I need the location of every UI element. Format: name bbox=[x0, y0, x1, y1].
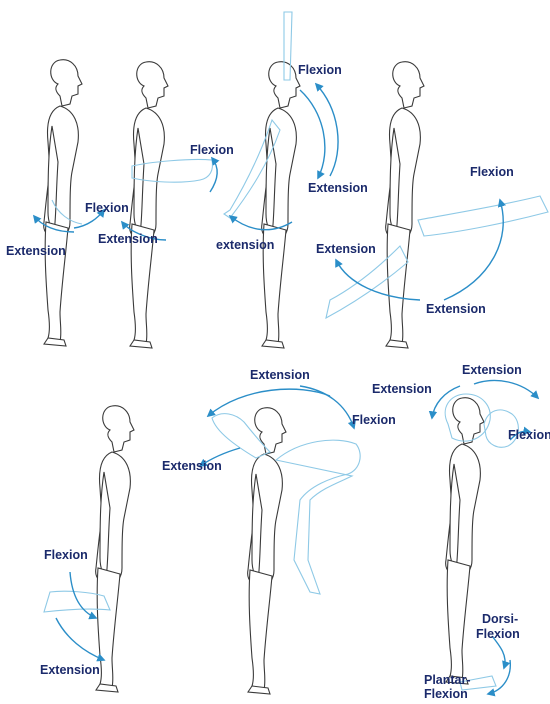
label-fig5-extension: Extension bbox=[40, 664, 100, 678]
label-fig2-flexion: Flexion bbox=[190, 144, 234, 158]
label-fig3-extension: Extension bbox=[308, 182, 368, 196]
label-fig5-flexion: Flexion bbox=[44, 549, 88, 563]
label-fig7-extension-left: Extension bbox=[372, 383, 432, 397]
label-fig7-flexion: Flexion bbox=[508, 429, 550, 443]
label-fig7-extension-top: Extension bbox=[462, 364, 522, 378]
label-fig7-dorsi-2: Flexion bbox=[476, 628, 520, 642]
figure-2 bbox=[122, 62, 217, 348]
label-fig4-flexion: Flexion bbox=[470, 166, 514, 180]
label-fig7-plantar-2: Flexion bbox=[424, 688, 468, 702]
label-fig6-extension-top: Extension bbox=[250, 369, 310, 383]
label-fig4-extension-bottom: Extension bbox=[426, 303, 486, 317]
label-fig6-flexion: Flexion bbox=[352, 414, 396, 428]
label-fig1-flexion: Flexion bbox=[85, 202, 129, 216]
label-fig1-extension: Extension bbox=[6, 245, 66, 259]
label-fig2-extension: Extension bbox=[98, 233, 158, 247]
label-fig7-dorsi-1: Dorsi- bbox=[482, 613, 518, 627]
label-fig3-flexion: Flexion bbox=[298, 64, 342, 78]
label-fig7-plantar-1: Plantar- bbox=[424, 674, 471, 688]
label-fig3-extension-lower: extension bbox=[216, 239, 274, 253]
label-fig6-extension-left: Extension bbox=[162, 460, 222, 474]
label-fig4-extension-left: Extension bbox=[316, 243, 376, 257]
figure-6 bbox=[200, 386, 360, 694]
